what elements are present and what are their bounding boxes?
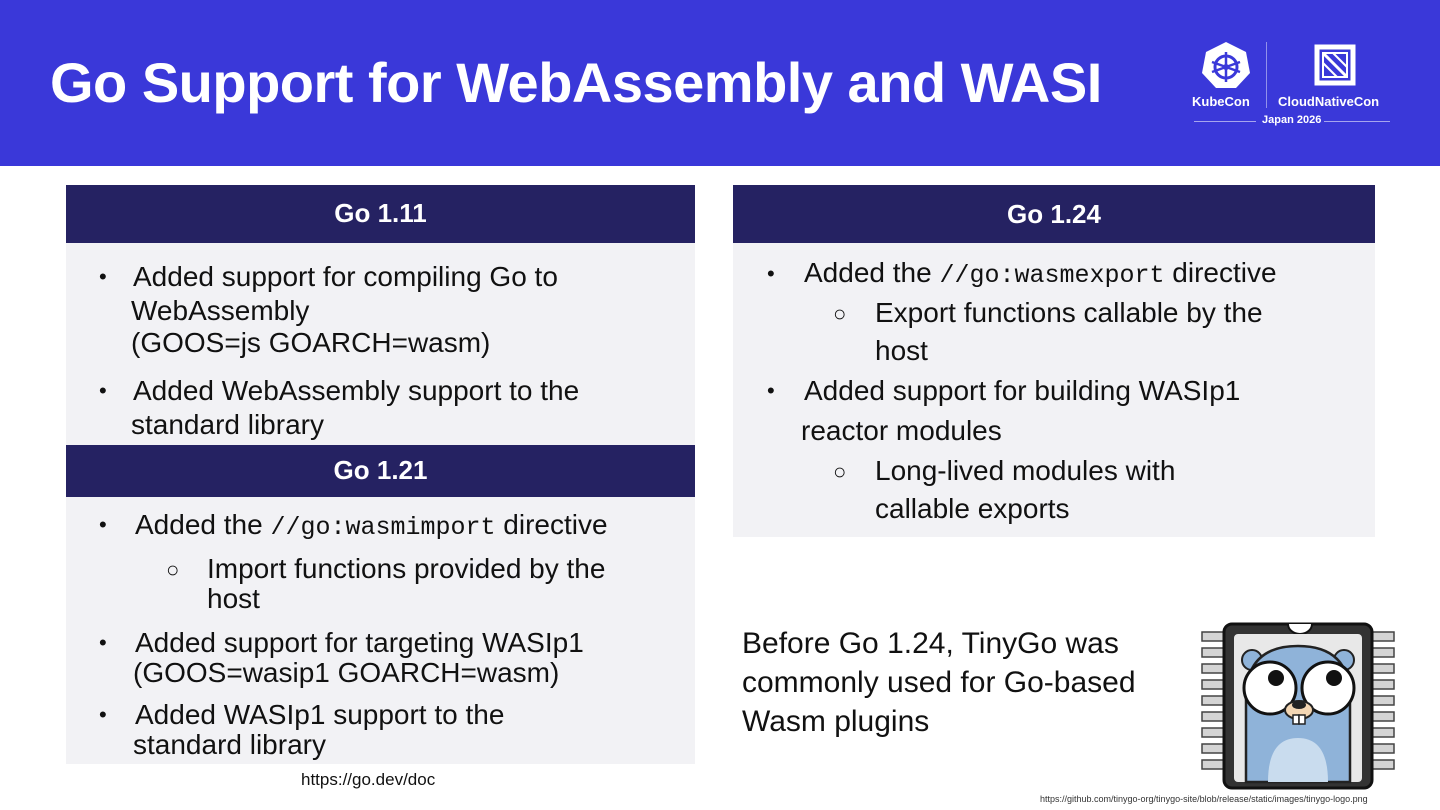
logo-rule-right bbox=[1324, 121, 1390, 122]
note-line-2: commonly used for Go-based bbox=[742, 666, 1136, 699]
sub-bullet-glyph: ○ bbox=[833, 459, 847, 484]
kubecon-cloudnativecon-logo: KubeCon CloudNativeCon Japan 2026 bbox=[1186, 38, 1396, 130]
go124-b1: Added the //go:wasmexport directive bbox=[804, 257, 1277, 292]
go111-b1-l3: (GOOS=js GOARCH=wasm) bbox=[131, 327, 491, 358]
go124-s2-l2: callable exports bbox=[875, 493, 1070, 524]
image-source-link[interactable]: https://github.com/tinygo-org/tinygo-sit… bbox=[1040, 794, 1368, 804]
go121-b1: Added the //go:wasmimport directive bbox=[135, 509, 608, 544]
tinygo-note: Before Go 1.24, TinyGo was commonly used… bbox=[742, 624, 1136, 741]
note-line-1: Before Go 1.24, TinyGo was bbox=[742, 627, 1119, 660]
go124-b2-l1: Added support for building WASIp1 bbox=[804, 375, 1241, 406]
bullet-glyph: • bbox=[99, 702, 107, 727]
go121-b2-l2: (GOOS=wasip1 GOARCH=wasm) bbox=[133, 657, 560, 688]
go111-b1-l1: Added support for compiling Go to bbox=[133, 261, 558, 292]
bullet-glyph: • bbox=[767, 261, 775, 286]
event-label: Japan 2026 bbox=[1262, 114, 1322, 126]
cloudnativecon-icon bbox=[1314, 44, 1356, 86]
go124-s1-l2: host bbox=[875, 335, 928, 366]
go111-heading: Go 1.11 bbox=[66, 185, 695, 243]
bullet-glyph: • bbox=[767, 378, 775, 403]
go124-heading: Go 1.24 bbox=[733, 185, 1375, 243]
kubecon-icon bbox=[1202, 42, 1250, 88]
go121-panel bbox=[66, 445, 695, 764]
sub-bullet-glyph: ○ bbox=[166, 557, 180, 582]
go121-b1-pre: Added the bbox=[135, 509, 271, 540]
go124-panel bbox=[733, 185, 1375, 537]
slide-header: Go Support for WebAssembly and WASI Kube… bbox=[0, 0, 1440, 166]
bullet-glyph: • bbox=[99, 378, 107, 403]
go124-b1-code: //go:wasmexport bbox=[939, 261, 1165, 290]
go111-b2-l2: standard library bbox=[131, 409, 324, 440]
go124-s1-l1: Export functions callable by the bbox=[875, 297, 1263, 328]
go111-b1-l2: WebAssembly bbox=[131, 295, 310, 326]
go124-b1-post: directive bbox=[1164, 257, 1277, 288]
go124-b2-l2: reactor modules bbox=[801, 415, 1002, 446]
slide-title: Go Support for WebAssembly and WASI bbox=[50, 51, 1102, 114]
go111-b2-l1: Added WebAssembly support to the bbox=[133, 375, 580, 406]
go121-s1-l1: Import functions provided by the bbox=[207, 553, 606, 584]
bullet-glyph: • bbox=[99, 512, 107, 537]
bullet-glyph: • bbox=[99, 630, 107, 655]
go121-heading: Go 1.21 bbox=[66, 445, 695, 497]
kubecon-label: KubeCon bbox=[1192, 94, 1250, 109]
cloudnativecon-label: CloudNativeCon bbox=[1278, 94, 1380, 109]
logo-divider bbox=[1266, 42, 1267, 108]
go121-b3-l1: Added WASIp1 support to the bbox=[135, 699, 505, 730]
tinygo-logo-image bbox=[1201, 622, 1395, 790]
note-line-3: Wasm plugins bbox=[742, 705, 930, 738]
source-link[interactable]: https://go.dev/doc bbox=[301, 770, 436, 789]
go121-s1-l2: host bbox=[207, 583, 260, 614]
bullet-glyph: • bbox=[99, 264, 107, 289]
go121-b3-l2: standard library bbox=[133, 729, 326, 760]
go121-b1-post: directive bbox=[495, 509, 608, 540]
go121-b2-l1: Added support for targeting WASIp1 bbox=[135, 627, 584, 658]
go121-b1-code: //go:wasmimport bbox=[270, 513, 496, 542]
sub-bullet-glyph: ○ bbox=[833, 301, 847, 326]
go124-b1-pre: Added the bbox=[804, 257, 940, 288]
go124-s2-l1: Long-lived modules with bbox=[875, 455, 1176, 486]
logo-rule-left bbox=[1194, 121, 1256, 122]
